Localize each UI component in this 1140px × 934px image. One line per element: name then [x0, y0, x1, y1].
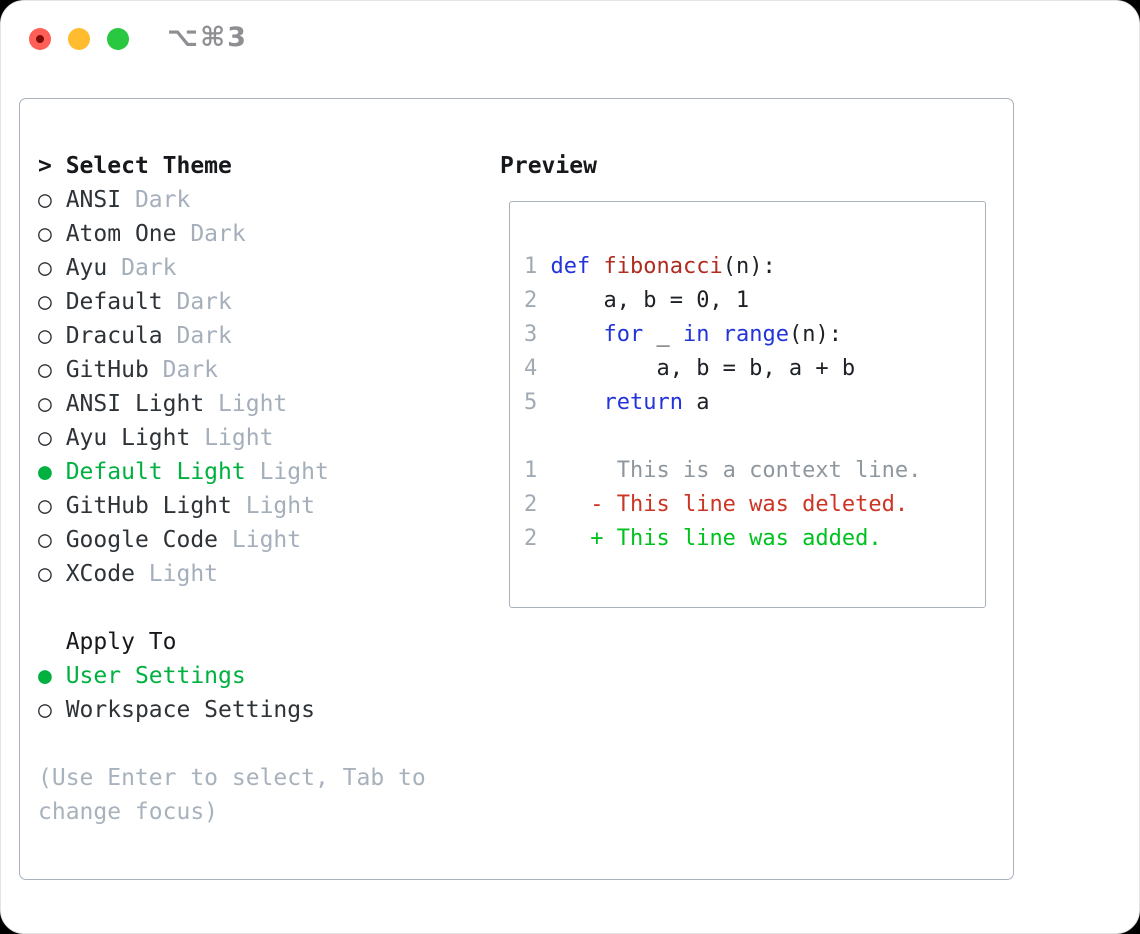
- theme-selector-panel: > Select Theme○ ANSI Dark○ Atom One Dark…: [19, 98, 1014, 880]
- focus-marker: >: [38, 153, 66, 179]
- theme-name: Default: [65, 289, 177, 315]
- radio-icon: ○: [38, 221, 66, 247]
- theme-option-ayu-light[interactable]: ○ Ayu Light Light: [38, 421, 426, 455]
- theme-name: ANSI Light: [65, 391, 219, 417]
- line-number: 2: [524, 492, 538, 517]
- theme-variant-tag: Dark: [134, 187, 191, 213]
- radio-selected-icon: ●: [38, 663, 66, 689]
- theme-option-github-light[interactable]: ○ GitHub Light Light: [38, 489, 426, 523]
- help-text-line2: change focus): [38, 799, 219, 825]
- theme-name: Default Light: [65, 459, 260, 485]
- theme-variant-tag: Light: [148, 561, 219, 587]
- spacer-row: [38, 591, 426, 625]
- preview-box: 1 def fibonacci(n): 2 a, b = 0, 1 3 for _ …: [509, 201, 986, 608]
- radio-icon: ○: [38, 425, 66, 451]
- theme-option-ayu[interactable]: ○ Ayu Dark: [38, 251, 426, 285]
- apply-to-label: Workspace Settings: [65, 697, 315, 723]
- close-button-icon[interactable]: [29, 28, 51, 50]
- code-line-5: 5 return a: [524, 390, 710, 415]
- radio-icon: ○: [38, 357, 66, 383]
- theme-option-ansi-light[interactable]: ○ ANSI Light Light: [38, 387, 426, 421]
- theme-variant-tag: Light: [259, 459, 329, 485]
- code-line-1: 1 def fibonacci(n):: [524, 254, 776, 279]
- theme-name: ANSI: [65, 187, 135, 213]
- theme-option-github[interactable]: ○ GitHub Dark: [38, 353, 426, 387]
- radio-icon: ○: [38, 289, 66, 315]
- radio-selected-icon: ●: [38, 459, 66, 485]
- apply-to-label: User Settings: [65, 663, 246, 689]
- minimize-button-icon[interactable]: [68, 28, 90, 50]
- code-line-3: 3 for _ in range(n):: [524, 322, 842, 347]
- help-text-line1: (Use Enter to select, Tab to: [38, 765, 426, 791]
- theme-name: GitHub: [65, 357, 163, 383]
- theme-option-atom-one[interactable]: ○ Atom One Dark: [38, 217, 426, 251]
- diff-line-3: 2 + This line was added.: [524, 526, 882, 551]
- theme-list: > Select Theme○ ANSI Dark○ Atom One Dark…: [38, 149, 426, 829]
- code-preview: 1 def fibonacci(n): 2 a, b = 0, 1 3 for _ …: [524, 250, 921, 556]
- line-number: 4: [524, 356, 538, 381]
- theme-name: Ayu Light: [65, 425, 205, 451]
- theme-variant-tag: Dark: [121, 255, 177, 281]
- radio-icon: ○: [38, 493, 66, 519]
- theme-option-default-light[interactable]: ● Default Light Light: [38, 455, 426, 489]
- radio-icon: ○: [38, 561, 66, 587]
- theme-name: Atom One: [65, 221, 191, 247]
- theme-option-google-code[interactable]: ○ Google Code Light: [38, 523, 426, 557]
- code-line-4: 4 a, b = b, a + b: [524, 356, 856, 381]
- theme-name: XCode: [65, 561, 149, 587]
- apply-to-header-label: Apply To: [38, 629, 177, 655]
- radio-icon: ○: [38, 391, 66, 417]
- line-number: 1: [524, 458, 538, 483]
- radio-icon: ○: [38, 323, 66, 349]
- code-line-2: 2 a, b = 0, 1: [524, 288, 750, 313]
- theme-option-default[interactable]: ○ Default Dark: [38, 285, 426, 319]
- spacer-row: [38, 727, 426, 761]
- select-theme-header-label: Select Theme: [65, 153, 232, 179]
- apply-to-header: Apply To: [38, 625, 426, 659]
- apply-option-workspace-settings[interactable]: ○ Workspace Settings: [38, 693, 426, 727]
- theme-name: Google Code: [65, 527, 232, 553]
- theme-variant-tag: Dark: [176, 323, 232, 349]
- theme-variant-tag: Dark: [176, 289, 232, 315]
- diff-line-2: 2 - This line was deleted.: [524, 492, 909, 517]
- radio-icon: ○: [38, 187, 66, 213]
- line-number: 1: [524, 254, 538, 279]
- theme-variant-tag: Light: [231, 527, 302, 553]
- theme-variant-tag: Dark: [162, 357, 219, 383]
- theme-name: Dracula: [65, 323, 177, 349]
- apply-option-user-settings[interactable]: ● User Settings: [38, 659, 426, 693]
- spacer-row: [524, 420, 921, 454]
- radio-icon: ○: [38, 527, 66, 553]
- theme-variant-tag: Dark: [190, 221, 246, 247]
- line-number: 2: [524, 526, 538, 551]
- help-row-2: change focus): [38, 795, 426, 829]
- line-number: 2: [524, 288, 538, 313]
- help-row-1: (Use Enter to select, Tab to: [38, 761, 426, 795]
- radio-icon: ○: [38, 255, 66, 281]
- zoom-button-icon[interactable]: [107, 28, 129, 50]
- theme-name: GitHub Light: [65, 493, 246, 519]
- theme-name: Ayu: [65, 255, 122, 281]
- theme-option-ansi[interactable]: ○ ANSI Dark: [38, 183, 426, 217]
- radio-icon: ○: [38, 697, 66, 723]
- theme-option-dracula[interactable]: ○ Dracula Dark: [38, 319, 426, 353]
- diff-line-1: 1 This is a context line.: [524, 458, 922, 483]
- theme-option-xcode[interactable]: ○ XCode Light: [38, 557, 426, 591]
- theme-variant-tag: Light: [204, 425, 274, 451]
- line-number: 5: [524, 390, 538, 415]
- select-theme-header: > Select Theme: [38, 149, 426, 183]
- theme-variant-tag: Light: [245, 493, 315, 519]
- preview-title: Preview: [500, 153, 597, 179]
- line-number: 3: [524, 322, 538, 347]
- theme-variant-tag: Light: [218, 391, 288, 417]
- window-shortcut-label: ⌥⌘3: [167, 22, 248, 53]
